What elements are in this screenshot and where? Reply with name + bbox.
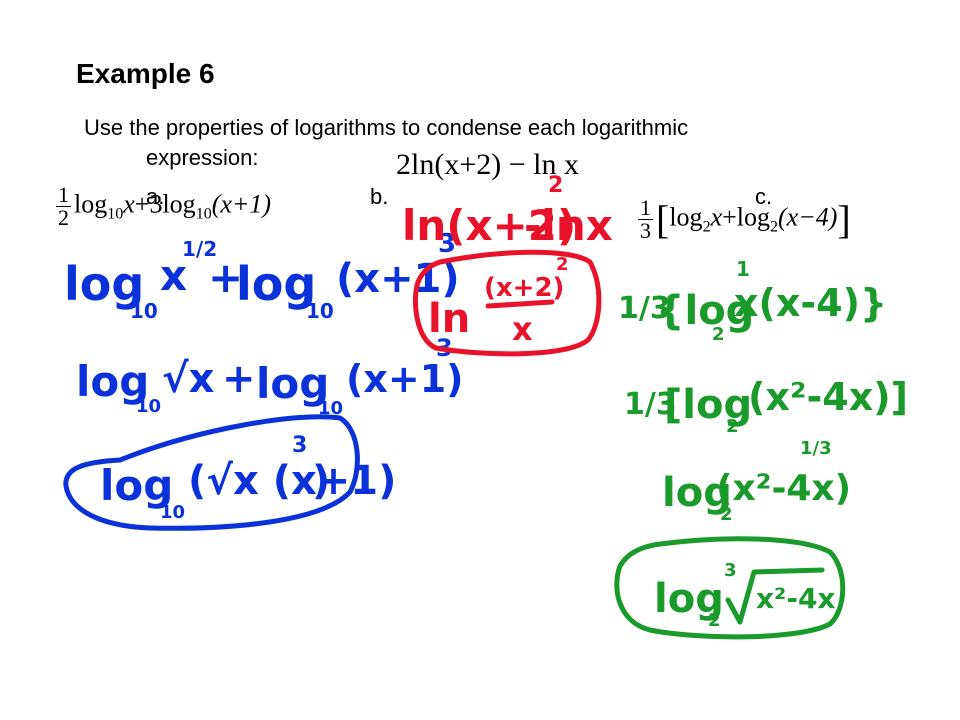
b-final-fraction-bar: [485, 299, 555, 309]
svg-text:1: 1: [736, 257, 750, 281]
a-step-2: log 10 √x + log 10 (x+1) 3: [76, 334, 464, 419]
svg-text:x: x: [160, 251, 187, 300]
a-final-inner: (√x (x+1): [188, 458, 396, 504]
svg-text:+: +: [208, 253, 243, 302]
svg-text:3: 3: [438, 229, 456, 259]
b-final-denominator: x: [512, 310, 533, 348]
svg-text:10: 10: [136, 396, 161, 417]
c-final-index: 3: [724, 560, 737, 581]
svg-text:log: log: [76, 357, 149, 406]
b-final-exp: 2: [556, 254, 569, 275]
svg-text:10: 10: [306, 299, 334, 323]
svg-text:log: log: [236, 257, 316, 311]
svg-text:(x²-4x): (x²-4x): [716, 468, 851, 509]
svg-text:[log: [log: [664, 382, 752, 428]
instruction-text: Use the properties of logarithms to cond…: [84, 113, 844, 173]
a-final-exp: 3: [292, 433, 307, 458]
b-step-1: ln(x+2) 2 -lnx: [402, 173, 613, 250]
label-c: c.: [755, 184, 773, 209]
problem-b-expression: 2ln(x+2) − ln x: [396, 148, 579, 181]
a-final-circle: [63, 414, 360, 531]
c-step-1: 1/3 {log 2 x(x-4)} 1: [618, 257, 887, 345]
svg-text:x(x-4)}: x(x-4)}: [734, 281, 887, 325]
svg-text:{log: {log: [656, 288, 754, 334]
svg-text:1/3: 1/3: [618, 291, 671, 326]
svg-text:log: log: [64, 257, 144, 311]
b-final-numerator: (x+2): [484, 273, 564, 303]
c-final-base: 2: [708, 610, 721, 631]
c-final: log 2 3 x²-4x: [614, 536, 846, 640]
b-final-ln: ln: [428, 296, 470, 342]
a-step-1: log 10 x 1/2 + log 10 (x+1) 3: [64, 229, 460, 323]
c-step-2: 1/3 [log 2 (x²-4x)]: [624, 375, 908, 437]
c-step-3: log 2 (x²-4x) 1/3: [662, 438, 851, 525]
problem-a-expression: 1 2 log10x+3log10(x+1): [56, 182, 272, 230]
svg-text:10: 10: [130, 299, 158, 323]
slide-title: Example 6: [76, 58, 215, 89]
a-final-base: 10: [160, 502, 185, 523]
svg-text:1/3: 1/3: [624, 387, 677, 422]
a-final: log 10 (√x (x+1) 3 ): [63, 414, 396, 531]
problem-c-expression: 1 3 [log2x+log2(x−4)]: [638, 195, 851, 243]
svg-text:2: 2: [720, 504, 733, 525]
svg-text:2: 2: [712, 324, 725, 345]
svg-text:+: +: [222, 356, 256, 402]
svg-text:(x²-4x)]: (x²-4x)]: [748, 375, 908, 419]
instruction-line-2: expression:: [146, 145, 259, 170]
svg-text:√x: √x: [162, 356, 215, 402]
svg-text:-lnx: -lnx: [524, 201, 613, 250]
svg-text:10: 10: [318, 398, 343, 419]
svg-text:(x+1): (x+1): [346, 357, 464, 401]
svg-text:2: 2: [726, 416, 739, 437]
svg-text:log: log: [662, 470, 732, 516]
a-final-close: ): [312, 458, 330, 504]
label-b: b.: [370, 184, 389, 209]
svg-text:2: 2: [548, 173, 563, 198]
c-final-radical: [725, 567, 825, 625]
label-a: a.: [146, 184, 165, 209]
svg-text:ln(x+2): ln(x+2): [402, 201, 576, 250]
svg-text:1/3: 1/3: [800, 438, 832, 459]
c-final-circle: [614, 536, 846, 640]
problem-a-fraction: 1 2: [56, 182, 71, 230]
instruction-line-1: Use the properties of logarithms to cond…: [84, 115, 689, 140]
svg-text:1/2: 1/2: [182, 237, 217, 261]
c-final-radicand: x²-4x: [756, 582, 836, 615]
c-final-log: log: [654, 576, 724, 622]
svg-text:log: log: [256, 359, 329, 408]
a-final-log: log: [100, 461, 173, 510]
b-final-circle: [413, 249, 602, 357]
problem-c-fraction: 1 3: [638, 195, 653, 243]
b-final: ln (x+2) 2 x: [413, 249, 602, 357]
